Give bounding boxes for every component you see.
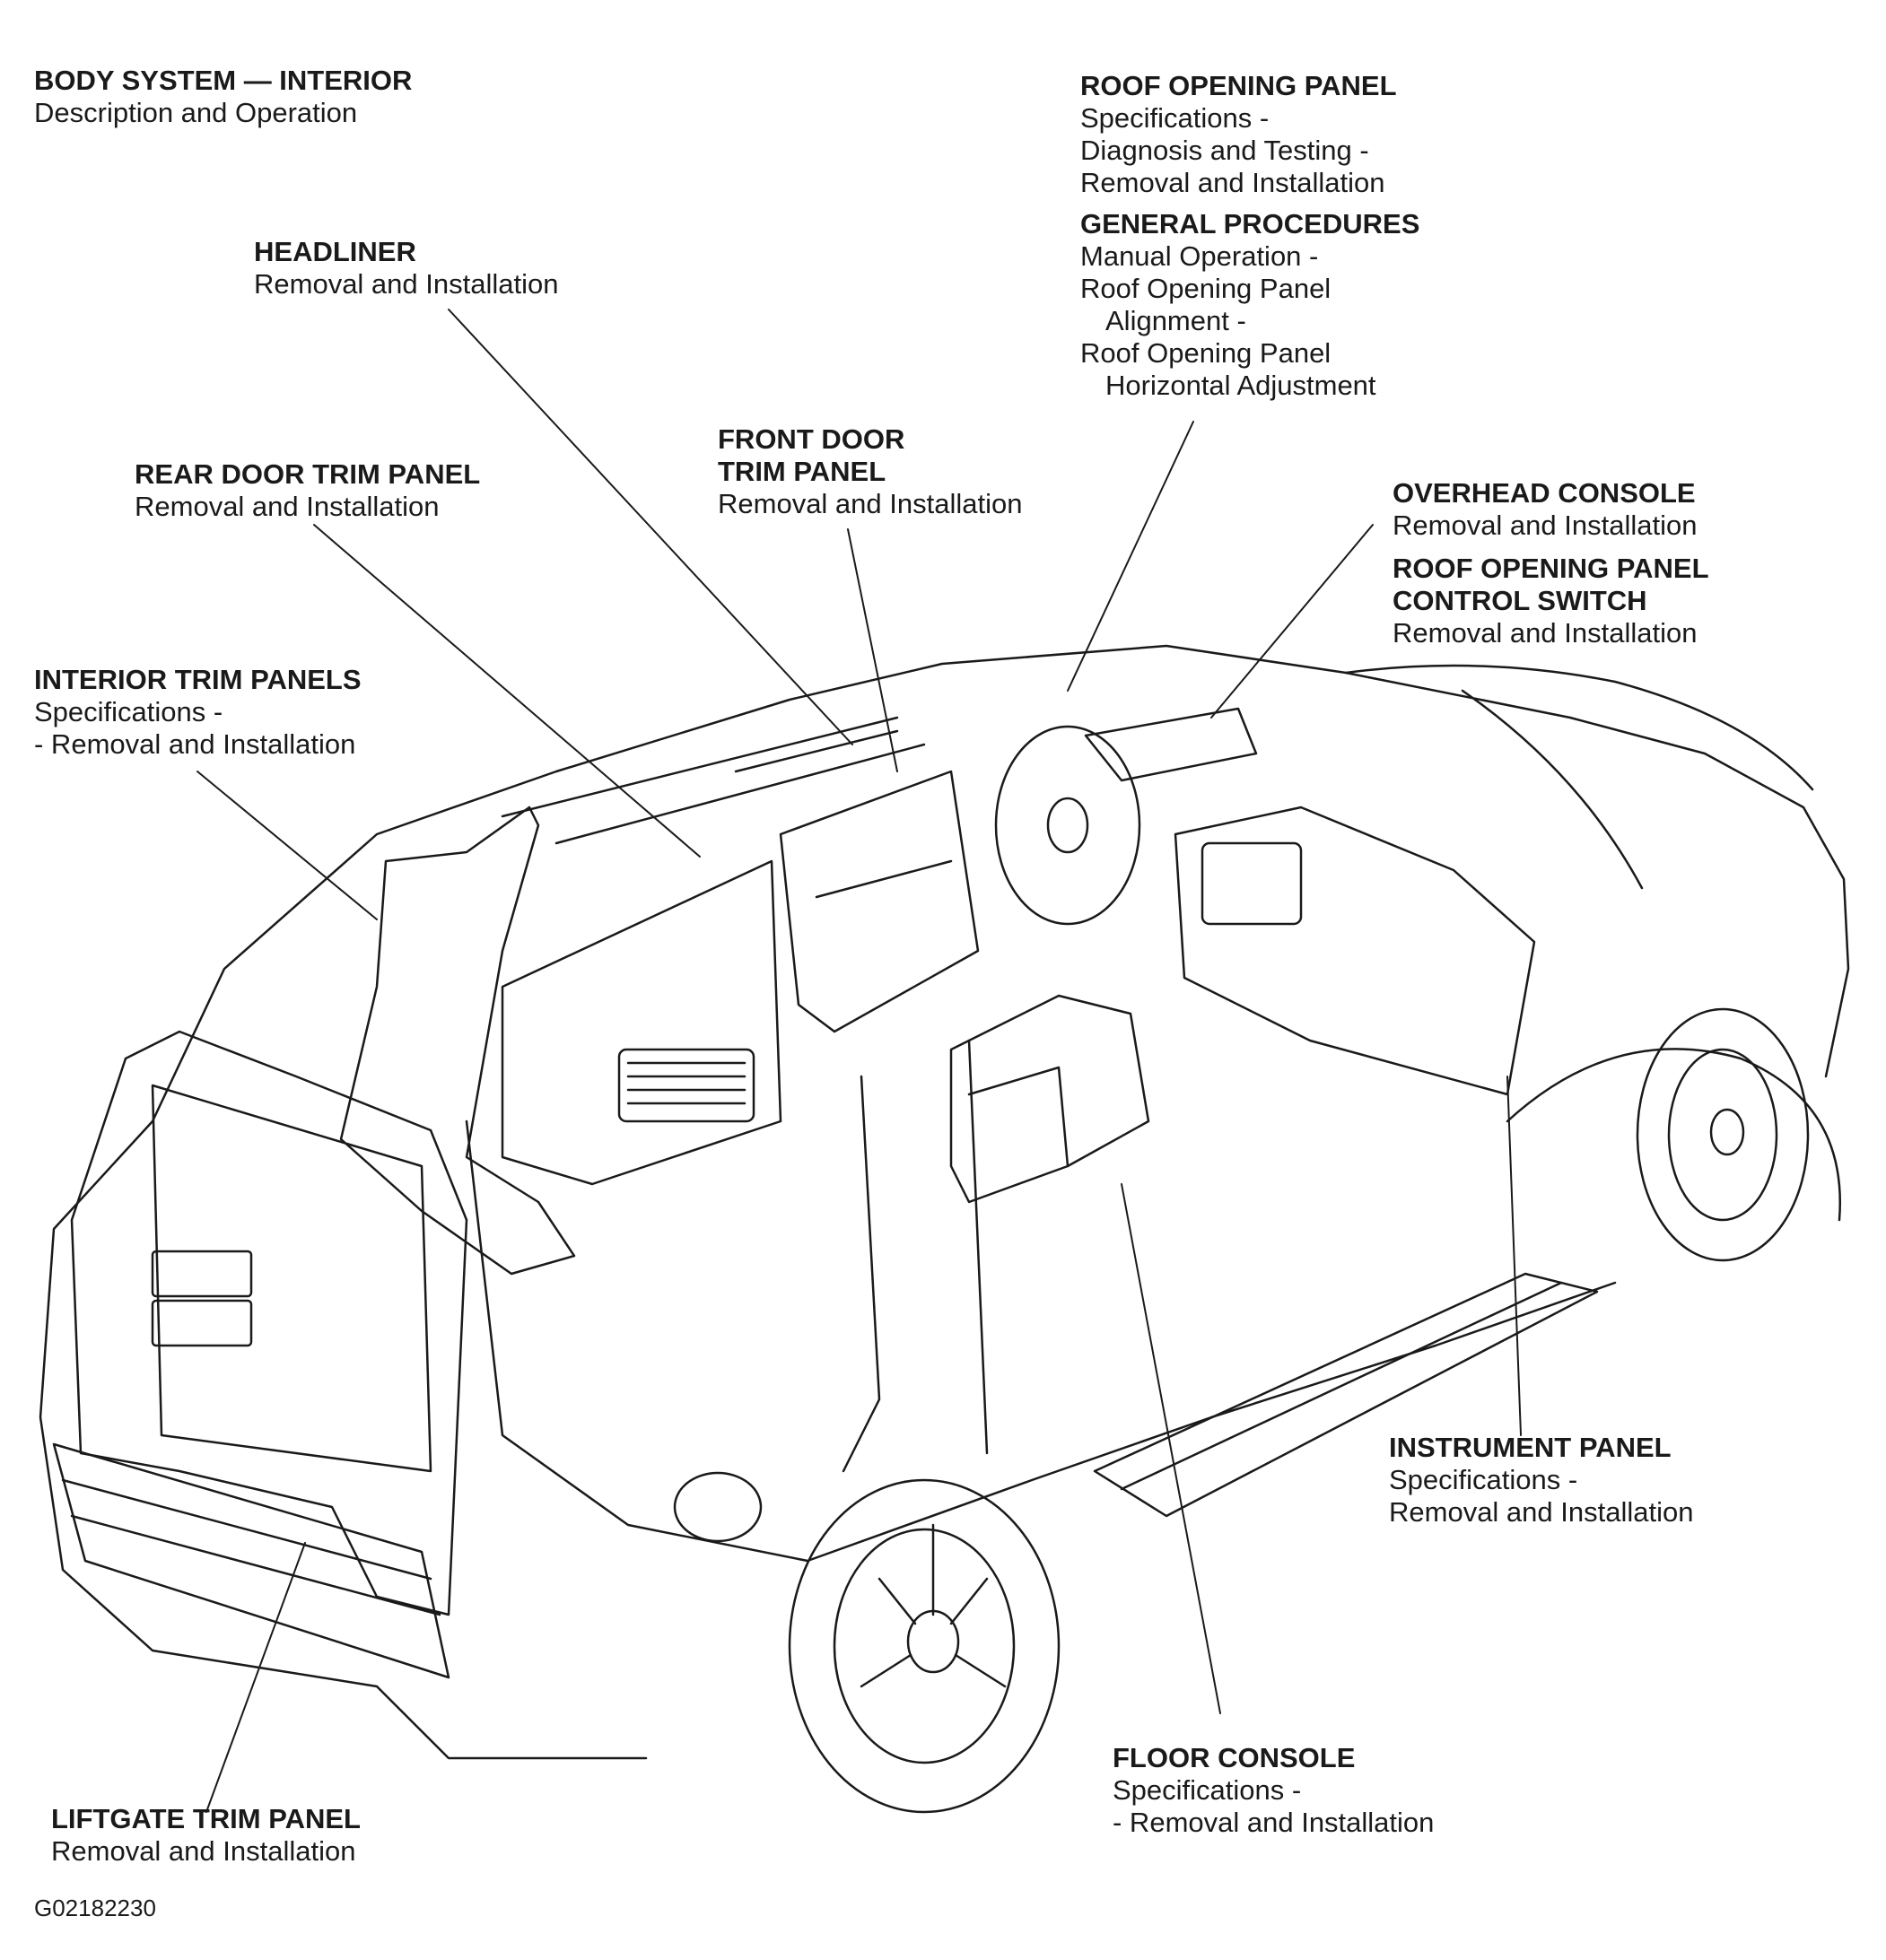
leader-lines <box>196 309 1522 1813</box>
callout-heading: ROOF OPENING PANEL <box>1080 70 1397 101</box>
callout-line: Removal and Installation <box>1080 167 1385 198</box>
callout-line: Removal and Installation <box>1393 617 1698 649</box>
callout-body-system: BODY SYSTEM — INTERIOR Description and O… <box>34 65 412 129</box>
callout-heading: BODY SYSTEM — INTERIOR <box>34 65 413 96</box>
callout-heading: CONTROL SWITCH <box>1393 585 1647 616</box>
callout-line: Description and Operation <box>34 97 358 128</box>
callout-line: Removal and Installation <box>1389 1496 1694 1528</box>
callout-heading: ROOF OPENING PANEL <box>1393 553 1709 584</box>
figure-id: G02182230 <box>34 1895 156 1921</box>
callout-line: Alignment - <box>1105 305 1246 336</box>
callout-heading: GENERAL PROCEDURES <box>1080 208 1420 240</box>
callout-interior-trim-panels: INTERIOR TRIM PANELS Specifications - - … <box>34 664 362 761</box>
callout-line: Specifications - <box>1113 1774 1302 1806</box>
callout-line: Roof Opening Panel <box>1080 273 1332 304</box>
callout-line: Specifications - <box>34 696 223 727</box>
callout-heading: LIFTGATE TRIM PANEL <box>51 1803 361 1834</box>
callout-line: Removal and Installation <box>135 491 440 522</box>
callout-instrument-panel: INSTRUMENT PANEL Specifications - Remova… <box>1389 1432 1693 1529</box>
callout-heading: INTERIOR TRIM PANELS <box>34 664 362 695</box>
callout-heading: REAR DOOR TRIM PANEL <box>135 458 481 490</box>
callout-overhead-console: OVERHEAD CONSOLE Removal and Installatio… <box>1393 477 1697 542</box>
interior-panels <box>339 707 1536 1276</box>
callout-line: - Removal and Installation <box>1113 1807 1435 1838</box>
callout-liftgate-trim-panel: LIFTGATE TRIM PANEL Removal and Installa… <box>51 1803 361 1868</box>
callout-roof-opening-panel-control-switch: ROOF OPENING PANEL CONTROL SWITCH Remova… <box>1393 553 1709 649</box>
callout-line: Removal and Installation <box>51 1835 356 1867</box>
callout-heading: TRIM PANEL <box>718 456 886 487</box>
callout-front-door-trim-panel: FRONT DOOR TRIM PANEL Removal and Instal… <box>718 423 1022 520</box>
callout-line: Horizontal Adjustment <box>1105 370 1376 401</box>
callout-heading: FRONT DOOR <box>718 423 905 455</box>
callout-floor-console: FLOOR CONSOLE Specifications - - Removal… <box>1113 1742 1434 1839</box>
callout-general-procedures: GENERAL PROCEDURES Manual Operation - Ro… <box>1080 208 1419 402</box>
callout-heading: INSTRUMENT PANEL <box>1389 1432 1672 1463</box>
callout-roof-opening-panel: ROOF OPENING PANEL Specifications - Diag… <box>1080 70 1397 199</box>
callout-line: Specifications - <box>1080 102 1270 134</box>
callout-line: Specifications - <box>1389 1464 1578 1495</box>
callout-line: Removal and Installation <box>718 488 1023 519</box>
callout-heading: OVERHEAD CONSOLE <box>1393 477 1696 509</box>
callout-line: Roof Opening Panel <box>1080 337 1332 369</box>
callout-line: Manual Operation - <box>1080 240 1319 272</box>
callout-heading: FLOOR CONSOLE <box>1113 1742 1356 1773</box>
vehicle-body <box>39 644 1850 1814</box>
callout-line: Removal and Installation <box>254 268 559 300</box>
callout-line: - Removal and Installation <box>34 728 356 760</box>
callout-line: Removal and Installation <box>1393 510 1698 541</box>
callout-line: Diagnosis and Testing - <box>1080 135 1369 166</box>
callout-rear-door-trim-panel: REAR DOOR TRIM PANEL Removal and Install… <box>135 458 480 523</box>
callout-heading: HEADLINER <box>254 236 416 267</box>
callout-headliner: HEADLINER Removal and Installation <box>254 236 558 301</box>
